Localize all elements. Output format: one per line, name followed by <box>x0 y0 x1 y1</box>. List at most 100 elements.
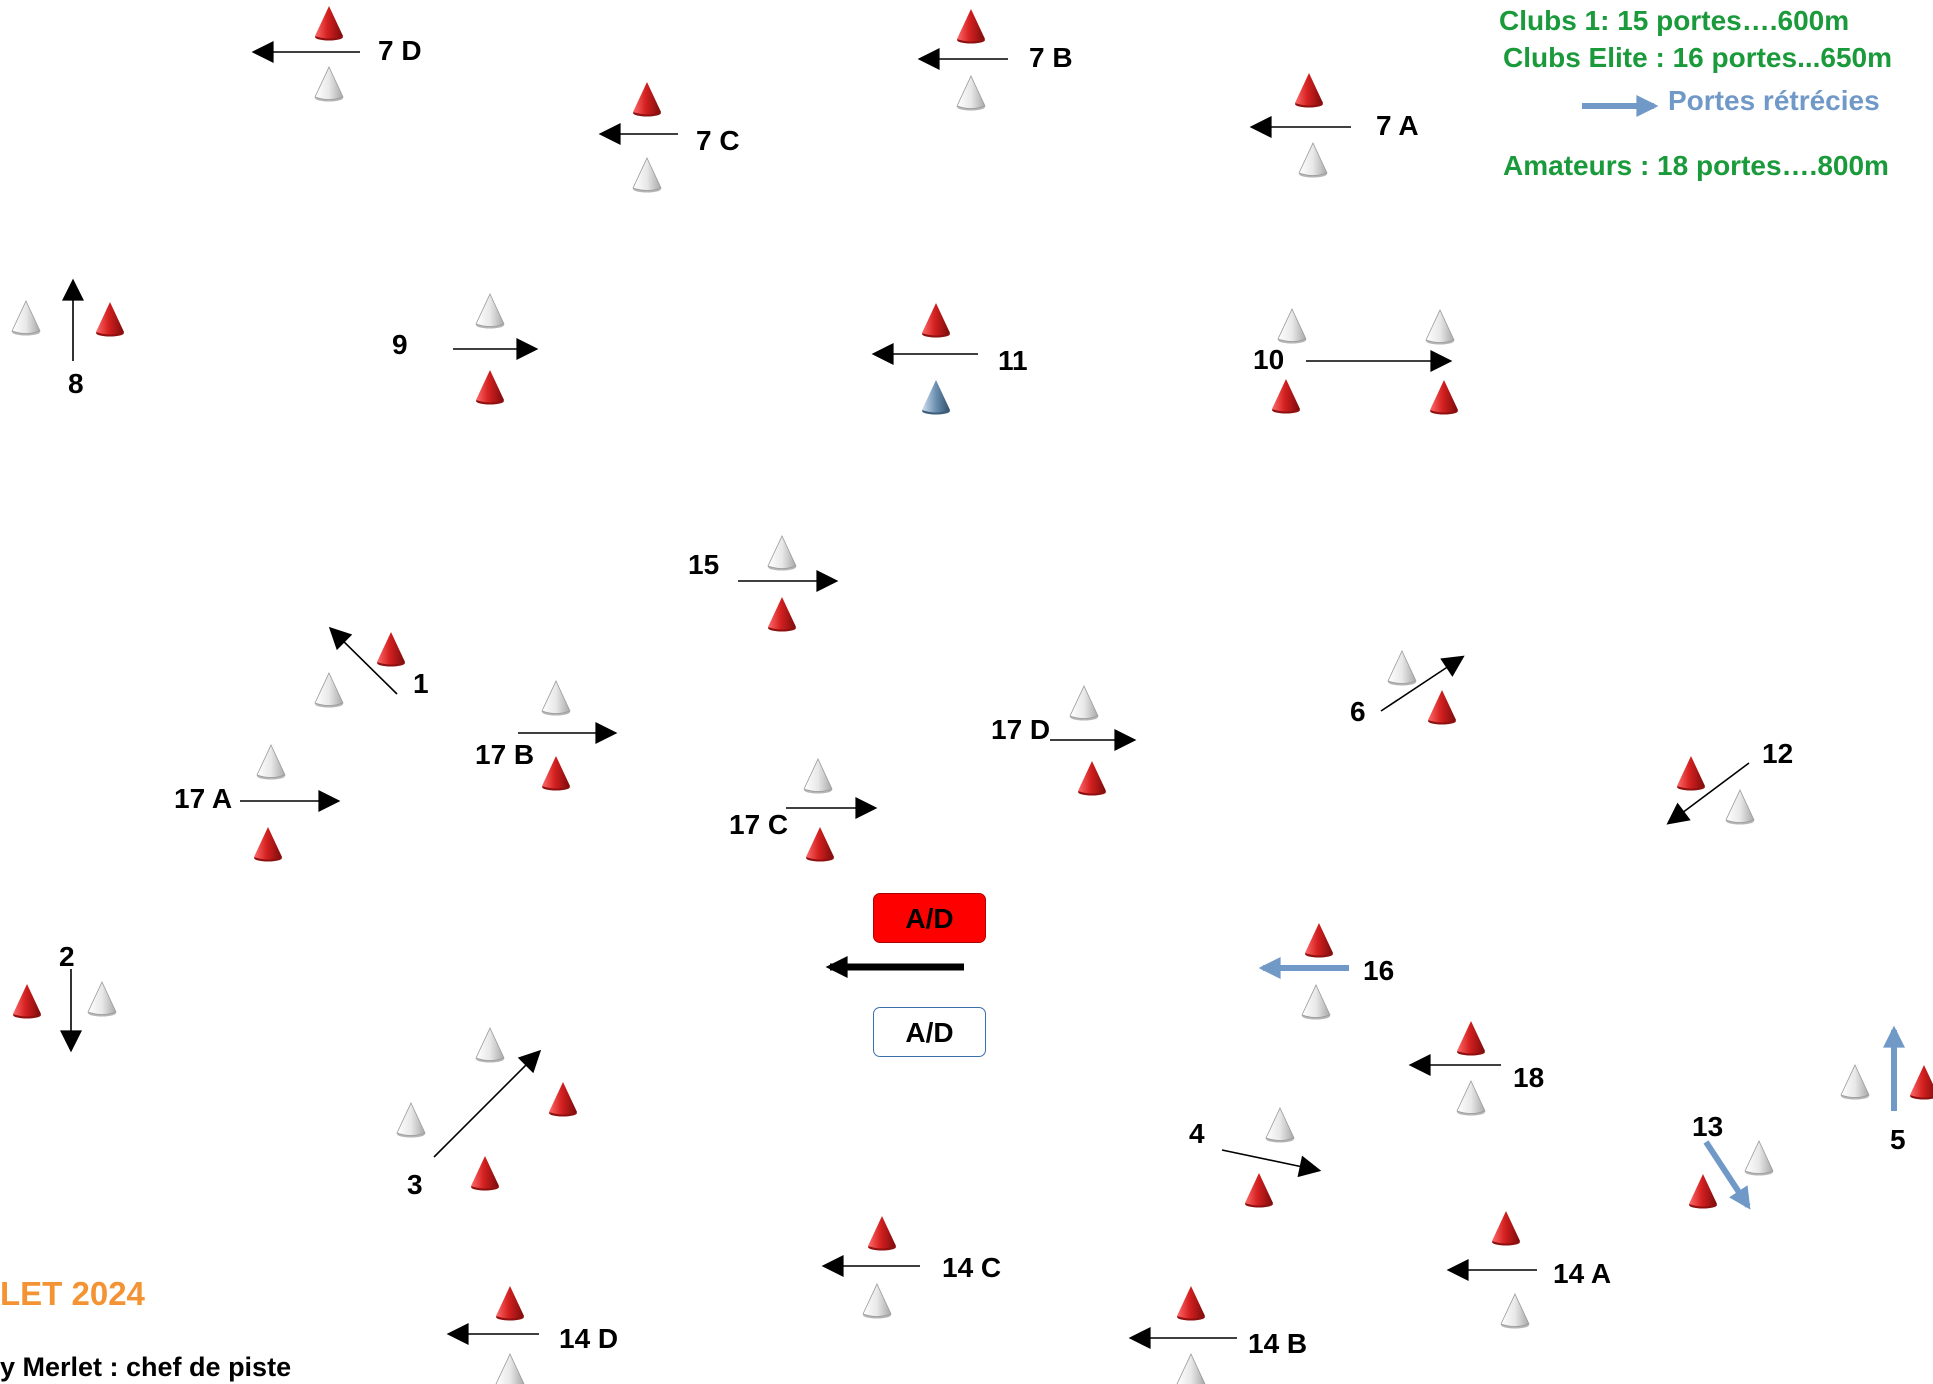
red-cone-52 <box>1492 1211 1520 1246</box>
red-cone-0 <box>315 6 343 41</box>
red-cone-42 <box>549 1082 577 1117</box>
red-cone-49 <box>1910 1065 1933 1100</box>
red-cone-4 <box>957 9 985 44</box>
red-cone-2 <box>633 82 661 117</box>
legend-amateurs: Amateurs : 18 portes….800m <box>1503 150 1889 181</box>
white-cone-53 <box>1500 1293 1530 1329</box>
white-cone-22 <box>1387 650 1417 686</box>
red-cone-19 <box>768 597 796 632</box>
gate-label-16: 16 <box>1363 955 1395 986</box>
legend-clubs1: Clubs 1: 15 portes….600m <box>1499 5 1850 36</box>
gate-label-7d: 7 D <box>378 35 422 66</box>
white-cone-10 <box>475 293 505 329</box>
red-cone-25 <box>542 756 570 791</box>
white-cone-15 <box>1425 309 1455 345</box>
event-title: LET 2024 <box>0 1275 145 1312</box>
arrow-6 <box>1380 655 1465 712</box>
red-cone-20 <box>377 632 405 667</box>
red-cone-38 <box>1457 1021 1485 1056</box>
arrow-1 <box>328 626 398 695</box>
white-cone-57 <box>1176 1353 1206 1384</box>
white-cone-28 <box>256 744 286 780</box>
red-cone-17 <box>1430 380 1458 415</box>
blue-cone-13 <box>922 380 950 415</box>
white-cone-33 <box>1725 789 1755 825</box>
red-cone-23 <box>1428 690 1456 725</box>
red-cone-11 <box>476 370 504 405</box>
arrow-12 <box>1666 762 1750 825</box>
white-cone-46 <box>1744 1140 1774 1176</box>
arrow-3 <box>433 1049 542 1158</box>
red-cone-6 <box>1295 73 1323 108</box>
gate-label-10: 10 <box>1253 344 1285 375</box>
gate-label-7a: 7 A <box>1376 110 1419 141</box>
red-cone-34 <box>13 984 41 1019</box>
gate-label-15: 15 <box>688 549 720 580</box>
red-cone-45 <box>1245 1173 1273 1208</box>
gate-label-14b: 14 B <box>1248 1328 1308 1359</box>
white-cone-30 <box>803 758 833 794</box>
gate-label-17d: 17 D <box>991 714 1051 745</box>
legend-narrow-gates: Portes rétrécies <box>1668 85 1880 116</box>
arrow-4 <box>1221 1149 1322 1178</box>
gate-label-8: 8 <box>68 368 84 399</box>
gate-label-5: 5 <box>1890 1124 1906 1155</box>
red-cone-43 <box>471 1156 499 1191</box>
white-cone-5 <box>956 75 986 111</box>
white-cone-3 <box>632 157 662 193</box>
gate-label-1: 1 <box>413 668 429 699</box>
white-cone-41 <box>396 1102 426 1138</box>
gate-label-7b: 7 B <box>1029 42 1073 73</box>
cones-layer <box>11 6 1933 1384</box>
red-cone-29 <box>254 827 282 862</box>
start-finish-red: A/D <box>873 893 986 943</box>
white-cone-44 <box>1265 1107 1295 1143</box>
white-cone-21 <box>314 672 344 708</box>
white-cone-35 <box>87 981 117 1017</box>
red-cone-54 <box>496 1286 524 1321</box>
white-cone-14 <box>1277 308 1307 344</box>
red-cone-36 <box>1305 923 1333 958</box>
white-cone-55 <box>495 1353 525 1384</box>
gate-label-2: 2 <box>59 941 75 972</box>
legend-clubs-elite: Clubs Elite : 16 portes...650m <box>1503 42 1893 73</box>
arrow-13-narrow <box>1703 1140 1751 1210</box>
gate-label-14a: 14 A <box>1553 1258 1612 1289</box>
gate-label-17a: 17 A <box>174 783 233 814</box>
gate-label-12: 12 <box>1762 738 1794 769</box>
white-cone-26 <box>1069 685 1099 721</box>
red-cone-56 <box>1177 1286 1205 1321</box>
gate-label-14d: 14 D <box>559 1323 619 1354</box>
white-cone-48 <box>1840 1064 1870 1100</box>
white-cone-18 <box>767 535 797 571</box>
start-finish-white: A/D <box>873 1007 986 1057</box>
white-cone-40 <box>475 1027 505 1063</box>
arrows-layer <box>60 41 1905 1349</box>
white-cone-39 <box>1456 1080 1486 1116</box>
gate-label-11: 11 <box>998 345 1028 376</box>
gate-label-17b: 17 B <box>475 739 535 770</box>
red-cone-9 <box>96 302 124 337</box>
gate-label-6: 6 <box>1350 696 1366 727</box>
white-cone-7 <box>1298 142 1328 178</box>
gate-label-13: 13 <box>1692 1111 1724 1142</box>
white-cone-24 <box>541 680 571 716</box>
red-cone-50 <box>868 1216 896 1251</box>
course-designer: y Merlet : chef de piste <box>0 1352 292 1382</box>
red-cone-12 <box>922 303 950 338</box>
gate-label-9: 9 <box>392 329 408 360</box>
white-cone-1 <box>314 66 344 102</box>
gate-label-18: 18 <box>1513 1062 1545 1093</box>
gate-label-3: 3 <box>407 1169 423 1200</box>
gate-label-7c: 7 C <box>696 125 740 156</box>
white-cone-8 <box>11 300 41 336</box>
red-cone-31 <box>806 827 834 862</box>
white-cone-51 <box>862 1283 892 1319</box>
gate-label-17c: 17 C <box>729 809 789 840</box>
white-cone-37 <box>1301 984 1331 1020</box>
red-cone-47 <box>1689 1174 1717 1209</box>
gate-label-4: 4 <box>1189 1118 1205 1149</box>
red-cone-32 <box>1677 756 1705 791</box>
